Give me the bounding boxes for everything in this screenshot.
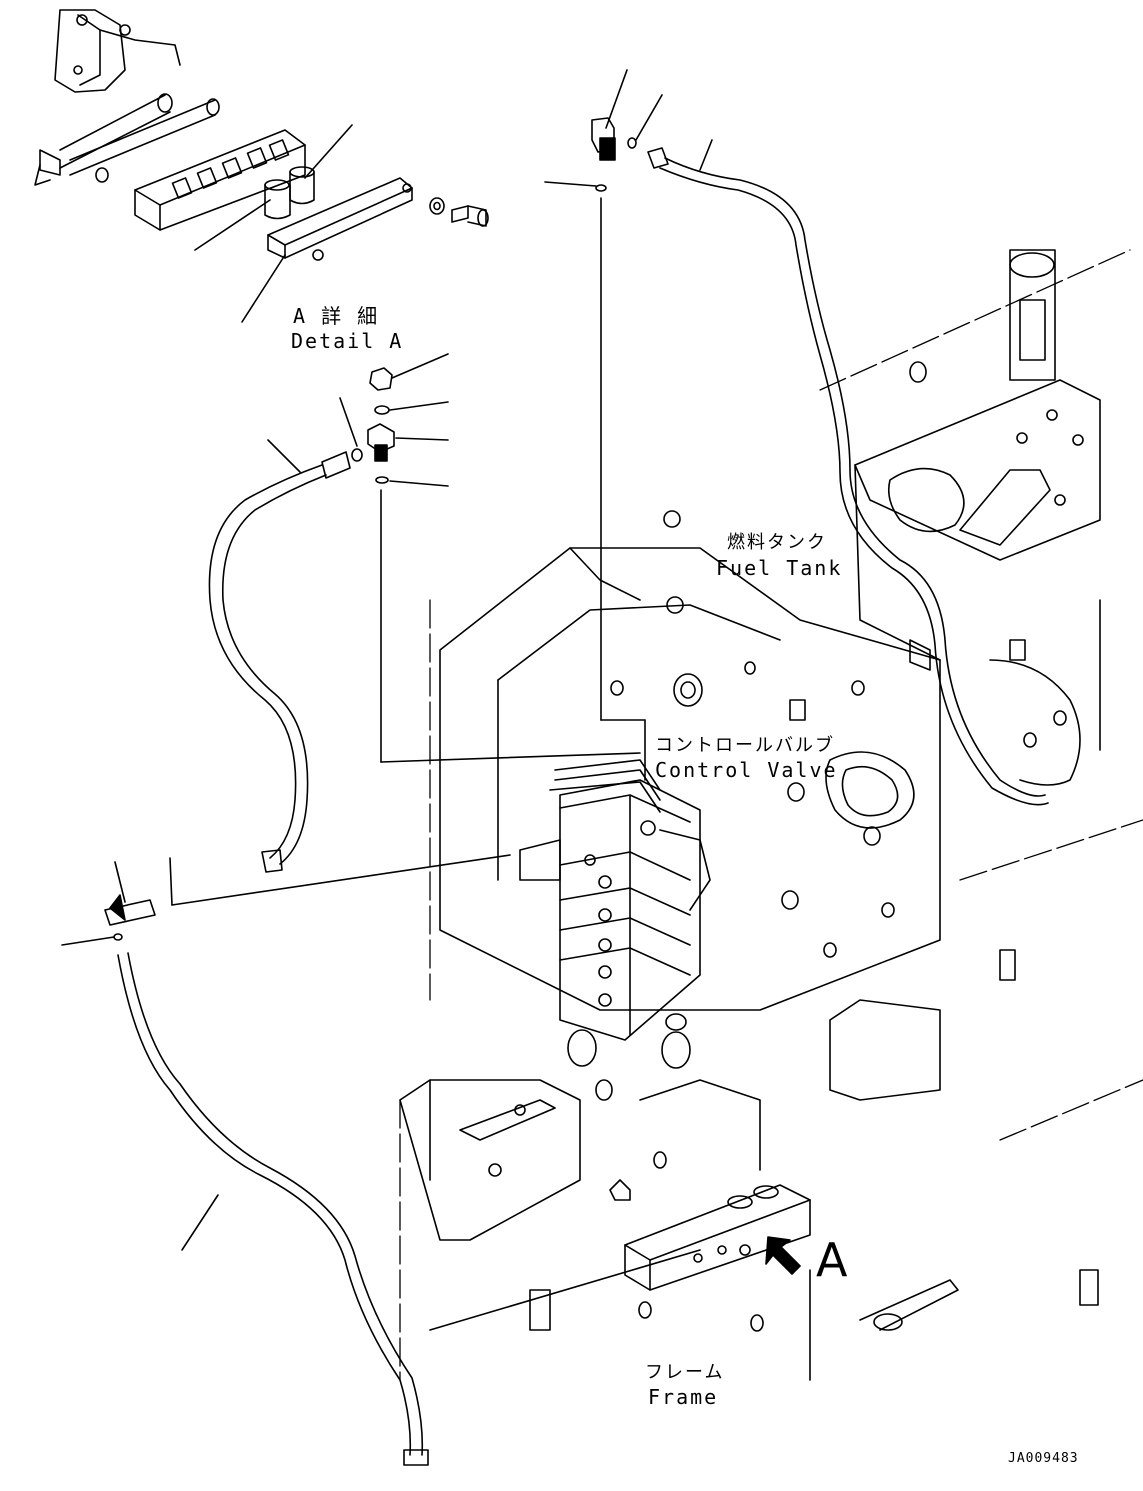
lower-left-hose — [61, 854, 511, 1466]
frame — [399, 949, 1099, 1381]
left-hose — [208, 439, 351, 873]
top-elbow-fitting — [544, 69, 663, 721]
control-valve-label-en: Control Valve — [655, 758, 838, 782]
control-valve-label-jp: コントロールバルブ — [655, 735, 835, 756]
control-valve — [519, 719, 711, 1101]
detail-a-label-en: Detail A — [291, 329, 404, 353]
fuel-tank-label-en: Fuel Tank — [716, 556, 843, 580]
drawing-code: JA009483 — [1008, 1451, 1079, 1466]
fuel-tank — [439, 510, 941, 1011]
frame-label-en: Frame — [648, 1385, 719, 1409]
fuel-tank-label-jp: 燃料タンク — [727, 532, 827, 553]
upper-hose — [647, 139, 1049, 806]
hidden-outline — [399, 249, 1143, 1381]
middle-fitting-stack — [339, 353, 641, 763]
frame-label-jp: フレーム — [645, 1362, 725, 1383]
right-side-structure — [854, 249, 1101, 786]
detail-a-label-jp: A 詳 細 — [293, 304, 380, 328]
view-a-marker: A — [816, 1233, 848, 1287]
detail-a-assembly — [34, 9, 489, 323]
